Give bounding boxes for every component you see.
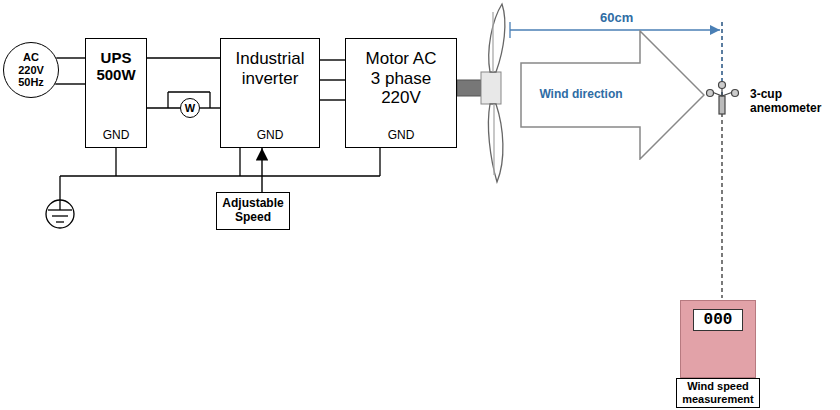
node-label: Adjustable Speed [219,197,287,225]
anemometer-symbol [707,82,739,115]
ground-label: GND [388,129,415,143]
dimension-label: 60cm [598,10,635,26]
speed-control-box: Adjustable Speed [216,192,290,230]
motor-box: Motor AC 3 phase 220V GND [345,38,457,148]
wire-connector [56,57,85,58]
wire-connector [55,83,85,84]
ground-wiring [46,148,380,228]
wire-connector [320,99,345,100]
power-source: AC 220V 50Hz [3,42,59,98]
inverter-box: Industrial inverterGND [220,38,320,148]
wire-connector [320,79,345,80]
anemometer-label: 3-cup anemometer [750,87,830,116]
dimension-tick [509,22,510,38]
wire-connector [147,57,220,58]
wire-connector [147,107,180,108]
wind-arrow: Wind direction [520,30,705,160]
ground-label: GND [257,129,284,143]
wattmeter: W [180,98,200,118]
propeller-hub [481,72,501,104]
wire-connector [320,59,345,60]
node-label: W [185,102,195,115]
propeller [488,4,504,182]
ground-label: GND [103,129,130,143]
node-label: Motor AC 3 phase 220V [361,49,441,108]
node-label: AC 220V 50Hz [13,51,49,89]
measurement-line [721,22,722,298]
wire-connector [200,107,220,108]
dimension-line [510,29,720,30]
node-label: Wind speed measurement [679,380,757,405]
node-label: 000 [693,309,744,331]
node-label: UPS 500W [89,49,143,84]
node-label: Industrial inverter [224,49,316,88]
motor-shaft [457,80,481,96]
meter-device: 000 [680,300,756,378]
wire-connector [261,148,262,192]
meter-label-box: Wind speed measurement [676,378,760,408]
ups-box: UPS 500W GND [85,38,147,148]
node-label: Wind direction [539,88,622,102]
